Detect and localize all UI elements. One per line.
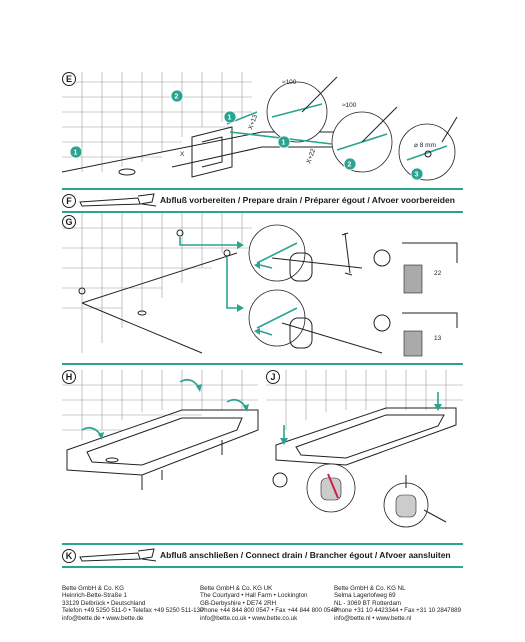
address-line: GB-Derbyshire • DE74 2RH xyxy=(200,599,277,607)
band-f: F Abfluß vorbereiten / Prepare drain / P… xyxy=(62,190,463,212)
panel-h-letter: H xyxy=(62,370,76,384)
address-line: Telefon +49 5250 511-0 • Telefax +49 525… xyxy=(62,607,204,615)
panel-f-letter: F xyxy=(62,194,76,208)
panel-e-letter: E xyxy=(62,72,76,86)
step-badge-1a: 1 xyxy=(69,145,83,159)
dim-8mm: ⌀ 8 mm xyxy=(414,142,436,149)
svg-text:1: 1 xyxy=(282,140,286,147)
dim-22: 22 xyxy=(434,270,442,277)
address-line: Bette GmbH & Co. KG UK xyxy=(200,585,273,592)
address-line: Phone +31 10 4423344 • Fax +31 10 284788… xyxy=(334,607,462,615)
panel-h: H xyxy=(62,370,259,540)
address-line: NL - 3069 BT Rotterdam xyxy=(334,599,402,607)
address-line: info@bette.co.uk • www.bette.co.uk xyxy=(200,614,298,622)
divider-gh xyxy=(62,363,463,365)
svg-text:3: 3 xyxy=(415,172,419,179)
address-line: info@bette.de • www.bette.de xyxy=(62,614,144,622)
dim-x13: X+13 xyxy=(247,113,259,130)
step-badge-2b: 2 xyxy=(343,157,357,171)
dim-100-a: ≈100 xyxy=(282,79,297,86)
panel-j-letter: J xyxy=(266,370,280,384)
dim-x-label: X xyxy=(180,151,185,158)
step-badge-1c: 1 xyxy=(277,135,291,149)
panel-e-illustration: X ≈100 ≈100 X+13 X+22 ⌀ 8 mm 1 2 1 1 2 3 xyxy=(61,72,458,181)
address-line: 33129 Delbrück • Deutschland xyxy=(62,599,146,607)
address-line: Bette GmbH & Co. KG NL xyxy=(334,585,406,592)
divider-f2 xyxy=(62,211,463,213)
panel-k-title: Abfluß anschließen / Connect drain / Bra… xyxy=(160,550,451,560)
footer-nl: Bette GmbH & Co. KG NL Selma Lagerlofweg… xyxy=(334,585,461,622)
panel-k-letter: K xyxy=(62,549,76,563)
panel-g-illustration: 22 13 xyxy=(62,213,458,357)
svg-text:2: 2 xyxy=(348,162,352,169)
svg-text:1: 1 xyxy=(74,150,78,157)
panel-g: 22 13 G xyxy=(62,213,463,361)
panel-e: X ≈100 ≈100 X+13 X+22 ⌀ 8 mm 1 2 1 1 2 3… xyxy=(61,72,463,187)
dim-100-b: ≈100 xyxy=(342,102,357,109)
panel-f-title: Abfluß vorbereiten / Prepare drain / Pré… xyxy=(160,195,455,205)
panel-j: J xyxy=(266,370,463,540)
dim-13: 13 xyxy=(434,335,442,342)
footer-de: Bette GmbH & Co. KG Heinrich-Bette-Straß… xyxy=(62,585,204,622)
footer-uk: Bette GmbH & Co. KG UK The Courtyard • H… xyxy=(200,585,337,622)
address-line: info@bette.nl • www.bette.nl xyxy=(334,614,412,622)
address-line: Bette GmbH & Co. KG xyxy=(62,585,124,592)
panel-h-illustration xyxy=(62,370,259,490)
divider-f xyxy=(62,188,463,190)
panel-g-letter: G xyxy=(62,215,76,229)
step-badge-1b: 1 xyxy=(223,110,237,124)
step-badge-3: 3 xyxy=(410,167,424,181)
address-line: The Courtyard • Hall Farm • Lockington xyxy=(200,592,308,600)
divider-k xyxy=(62,543,463,545)
pipe-wrench-icon xyxy=(79,193,157,207)
pipe-wrench-icon xyxy=(79,548,157,562)
panel-j-illustration xyxy=(266,370,463,528)
step-badge-2a: 2 xyxy=(170,89,184,103)
address-line: Phone +44 844 800 0547 • Fax +44 844 800… xyxy=(200,607,338,615)
svg-text:2: 2 xyxy=(175,94,179,101)
svg-text:1: 1 xyxy=(228,115,232,122)
address-line: Selma Lagerlofweg 69 xyxy=(334,592,396,600)
dim-x22: X+22 xyxy=(305,147,317,164)
divider-k2 xyxy=(62,566,463,568)
tile-wall xyxy=(62,72,252,172)
band-k: K Abfluß anschließen / Connect drain / B… xyxy=(62,545,463,567)
address-line: Heinrich-Bette-Straße 1 xyxy=(62,592,127,600)
